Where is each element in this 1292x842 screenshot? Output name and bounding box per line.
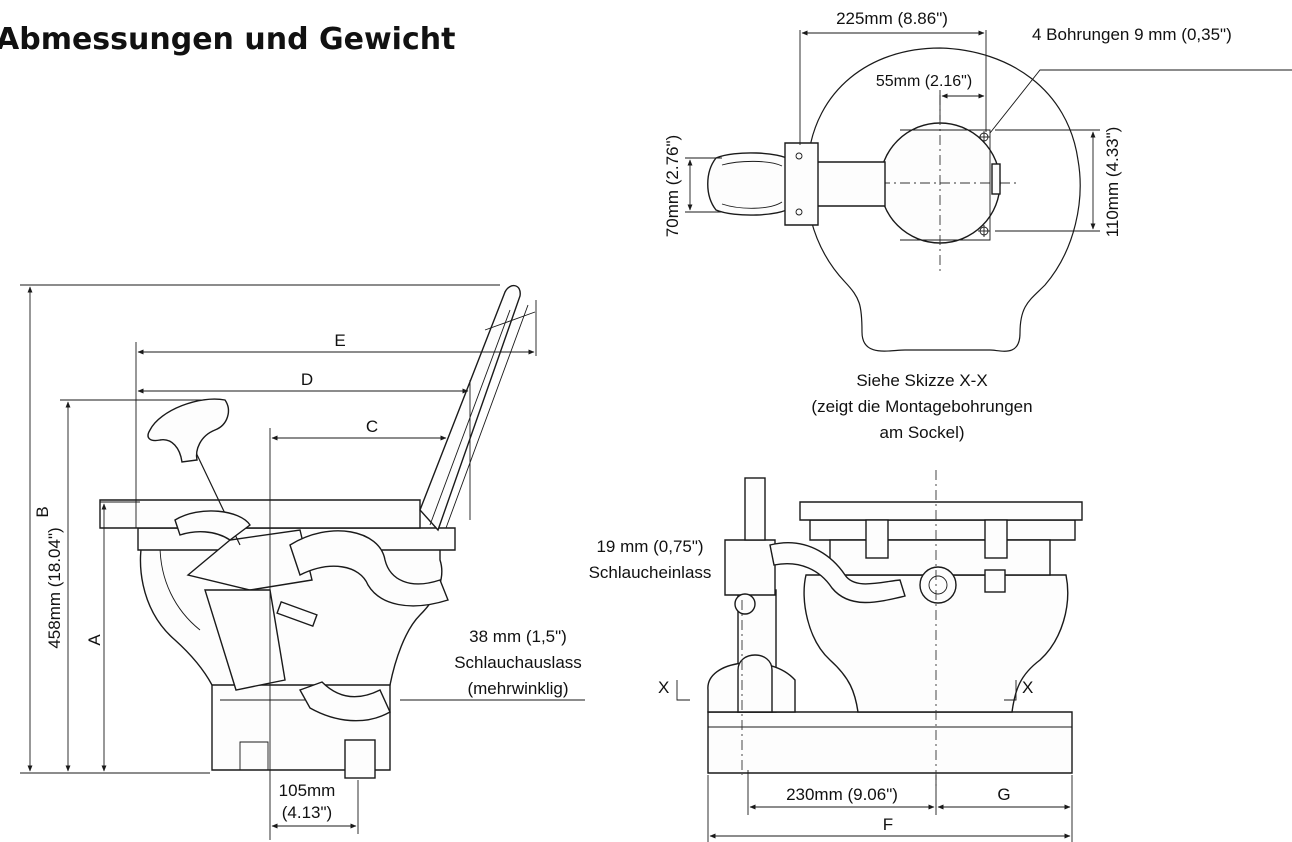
inlet-label-1: 19 mm (0,75"): [596, 537, 703, 556]
top-width-dim: 225mm (8.86"): [836, 9, 948, 28]
side-pump-handle: [147, 398, 230, 463]
outlet-label-2: Schlauchauslass: [454, 653, 582, 672]
section-x-left: X: [658, 678, 669, 697]
side-view: B 458mm (18.04") A E D C 105mm (4.13") 3…: [20, 284, 585, 840]
front-view: X X 19 mm (0,75") Schlaucheinlass 230mm …: [589, 470, 1083, 842]
bolt-holes-label: 4 Bohrungen 9 mm (0,35"): [1032, 25, 1232, 44]
section-x-right: X: [1022, 678, 1033, 697]
dim-b: B: [33, 506, 52, 517]
handle-width-dim: 70mm (2.76"): [663, 135, 682, 237]
section-note-1: Siehe Skizze X-X: [856, 371, 987, 390]
section-note-2: (zeigt die Montagebohrungen: [811, 397, 1032, 416]
top-offset-dim: 55mm (2.16"): [876, 73, 972, 90]
base-outline: [805, 47, 1081, 352]
depth-dim: 110mm (4.33"): [1103, 127, 1122, 238]
front-bowl: [803, 574, 1069, 713]
dim-g: G: [997, 785, 1010, 804]
height-458-dim: 458mm (18.04"): [45, 527, 64, 648]
section-note-3: am Sockel): [879, 423, 964, 442]
bottom-dim-1: 105mm: [279, 781, 336, 800]
page-title: Abmessungen und Gewicht: [0, 22, 456, 57]
bottom-dim-2: (4.13"): [282, 803, 332, 822]
inlet-label-2: Schlaucheinlass: [589, 563, 712, 582]
outlet-label-3: (mehrwinklig): [467, 679, 568, 698]
front-base: [707, 711, 1073, 774]
top-view: 225mm (8.86") 55mm (2.16") 4 Bohrungen 9…: [663, 9, 1292, 442]
dim-d: D: [301, 370, 313, 389]
dim-f: F: [883, 815, 893, 834]
pump-handle-top: [707, 152, 791, 216]
dim-c: C: [366, 417, 378, 436]
outlet-label-1: 38 mm (1,5"): [469, 627, 567, 646]
front-seat: [809, 519, 1076, 541]
base-230-dim: 230mm (9.06"): [786, 785, 898, 804]
dim-a: A: [85, 634, 104, 646]
dim-e: E: [334, 331, 345, 350]
